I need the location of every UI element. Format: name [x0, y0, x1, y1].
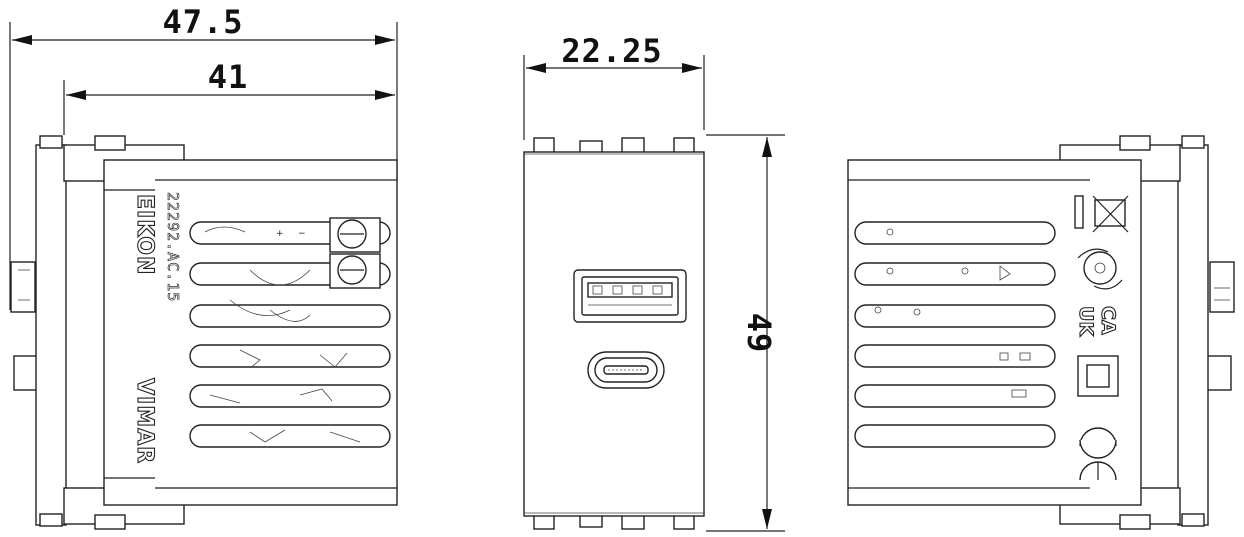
- brand-eikon: EIKON: [132, 194, 157, 275]
- weee-bin-icon: [1074, 195, 1129, 233]
- right-side-view: UK CA: [847, 135, 1235, 530]
- polarity-plus: +: [276, 229, 284, 239]
- dimension-label-overall-width: 47.5: [162, 3, 243, 41]
- brand-vimar: VIMAR: [132, 378, 157, 464]
- terminal-screw-bottom: [329, 253, 381, 289]
- ce-mark-icon: [1079, 427, 1117, 459]
- dimension-label-body-width: 41: [208, 58, 249, 96]
- usb-c-port: [587, 351, 665, 389]
- ukca-text-top: UK: [1075, 306, 1097, 337]
- dimension-front-width: 22.25: [523, 32, 705, 140]
- terminal-screw-top: [329, 217, 381, 253]
- double-insulation-icon: [1077, 355, 1119, 397]
- eac-mark-icon: [1079, 461, 1117, 481]
- dimension-body-width: 41: [63, 58, 395, 135]
- usb-a-port: [573, 269, 687, 323]
- dimension-overall-width: 47.5: [9, 3, 398, 310]
- polarity-minus: −: [298, 229, 306, 239]
- ventilation-slots-right: [854, 221, 1056, 448]
- front-view: [523, 137, 705, 530]
- left-side-view: + − EIKON VIMAR 22292.AC.15: [10, 135, 398, 530]
- recycling-icon: [1077, 248, 1123, 290]
- dimension-label-height: 49: [740, 313, 778, 354]
- dimension-label-front-width: 22.25: [561, 32, 662, 70]
- ukca-mark: UK CA: [1074, 305, 1119, 338]
- dimension-height: 49: [706, 134, 785, 532]
- ukca-text-bottom: CA: [1097, 306, 1119, 335]
- product-code: 22292.AC.15: [164, 192, 182, 302]
